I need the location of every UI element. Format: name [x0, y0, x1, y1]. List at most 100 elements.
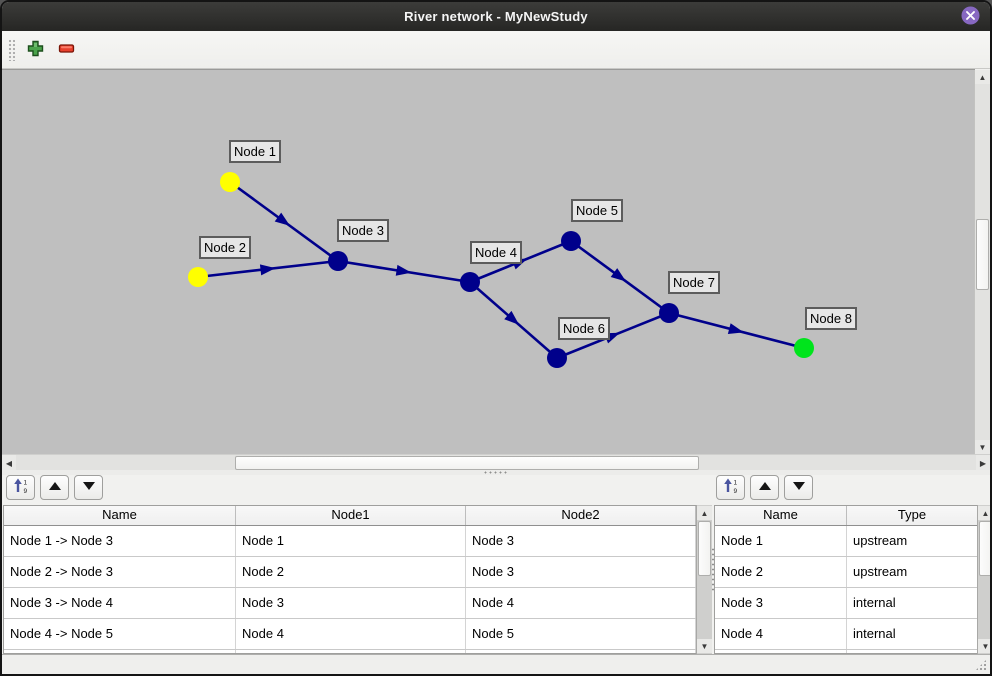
scroll-down-icon[interactable]: ▼ [975, 440, 990, 454]
arrow-down-icon [82, 482, 95, 493]
river-network-canvas[interactable]: Node 1 Node 2 Node 3 Node 4 Node 5 Node 6 Node… [2, 69, 975, 455]
canvas-vscroll-thumb[interactable] [976, 219, 989, 290]
svg-text:9: 9 [23, 488, 27, 494]
table-cell [466, 650, 696, 653]
graph-node[interactable] [220, 172, 240, 192]
table-cell: Node 4 -> Node 5 [4, 619, 236, 649]
table-cell: Node 1 [236, 526, 466, 556]
table-cell: internal [847, 588, 978, 618]
table-cell: internal [847, 619, 978, 649]
edge-arrow-icon [274, 212, 291, 226]
titlebar[interactable]: River network - MyNewStudy [2, 2, 990, 31]
scroll-up-icon[interactable]: ▲ [978, 506, 990, 520]
svg-text:Node 4: Node 4 [475, 245, 517, 260]
scroll-down-icon[interactable]: ▼ [978, 639, 990, 653]
canvas-hscroll-thumb[interactable] [235, 456, 699, 470]
scroll-up-icon[interactable]: ▲ [697, 506, 712, 520]
scroll-left-icon[interactable]: ◀ [2, 455, 16, 471]
table-cell [715, 650, 847, 653]
graph-node[interactable] [547, 348, 567, 368]
column-header[interactable]: Name [4, 506, 236, 525]
graph-node[interactable] [659, 303, 679, 323]
table-cell: Node 4 [466, 588, 696, 618]
reach-table-scrollbar[interactable]: ▲ ▼ [696, 505, 712, 654]
column-header[interactable]: Type [847, 506, 978, 525]
graph-node[interactable] [460, 272, 480, 292]
edge-arrow-icon [395, 264, 412, 276]
graph-node[interactable] [794, 338, 814, 358]
node-sort-button[interactable]: 1 9 [716, 475, 745, 500]
node-label[interactable]: Node 3 [337, 219, 389, 242]
node-label[interactable]: Node 1 [229, 140, 281, 163]
table-cell: Node 2 -> Node 3 [4, 557, 236, 587]
horizontal-splitter[interactable] [2, 470, 990, 475]
column-header[interactable]: Node1 [236, 506, 466, 525]
remove-button[interactable] [56, 38, 77, 62]
add-button[interactable] [25, 38, 46, 62]
node-label[interactable]: Node 6 [558, 317, 610, 340]
arrow-up-icon [758, 482, 771, 493]
canvas-horizontal-scrollbar[interactable]: ◀ ▶ [2, 454, 990, 471]
window-title: River network - MyNewStudy [404, 9, 588, 24]
panel-splitter[interactable] [711, 547, 715, 593]
svg-text:Node 3: Node 3 [342, 223, 384, 238]
node-label[interactable]: Node 7 [668, 271, 720, 294]
edge-arrow-icon [504, 310, 520, 325]
canvas-vertical-scrollbar[interactable]: ▲ ▼ [974, 70, 990, 454]
resize-grip[interactable] [975, 659, 987, 671]
node-table-scrollbar[interactable]: ▲ ▼ [977, 505, 990, 654]
close-button[interactable] [961, 6, 980, 25]
splitter-handle-icon [483, 471, 509, 474]
graph-node[interactable] [188, 267, 208, 287]
graph-node[interactable] [561, 231, 581, 251]
node-move-up-button[interactable] [750, 475, 779, 500]
edge-arrow-icon [727, 323, 744, 334]
scroll-up-icon[interactable]: ▲ [975, 70, 990, 84]
column-header[interactable]: Node2 [466, 506, 696, 525]
svg-text:9: 9 [733, 488, 737, 494]
node-label[interactable]: Node 5 [571, 199, 623, 222]
reach-move-up-button[interactable] [40, 475, 69, 500]
status-bar [2, 654, 990, 674]
table-cell: Node 3 [466, 526, 696, 556]
graph-node[interactable] [328, 251, 348, 271]
node-label[interactable]: Node 8 [805, 307, 857, 330]
arrow-up-icon [48, 482, 61, 493]
table-cell: Node 3 -> Node 4 [4, 588, 236, 618]
node-move-down-button[interactable] [784, 475, 813, 500]
toolbar-grip[interactable] [8, 38, 15, 61]
table-cell: Node 3 [715, 588, 847, 618]
table-cell: upstream [847, 557, 978, 587]
table-cell: Node 3 [466, 557, 696, 587]
svg-text:1: 1 [23, 480, 27, 487]
edge-arrow-icon [610, 268, 627, 282]
node-label[interactable]: Node 2 [199, 236, 251, 259]
table-row[interactable] [4, 650, 711, 653]
column-header[interactable]: Name [715, 506, 847, 525]
table-vscroll-thumb[interactable] [979, 521, 990, 576]
reach-sort-button[interactable]: 1 9 [6, 475, 35, 500]
table-cell: Node 2 [236, 557, 466, 587]
svg-text:Node 8: Node 8 [810, 311, 852, 326]
edge-arrow-icon [259, 264, 276, 276]
svg-text:Node 2: Node 2 [204, 240, 246, 255]
node-label[interactable]: Node 4 [470, 241, 522, 264]
table-cell: Node 1 [715, 526, 847, 556]
table-vscroll-thumb[interactable] [698, 521, 711, 576]
scroll-down-icon[interactable]: ▼ [697, 639, 712, 653]
table-cell [4, 650, 236, 653]
scroll-right-icon[interactable]: ▶ [976, 455, 990, 471]
main-toolbar [2, 31, 990, 69]
svg-text:Node 6: Node 6 [563, 321, 605, 336]
reach-move-down-button[interactable] [74, 475, 103, 500]
svg-text:Node 5: Node 5 [576, 203, 618, 218]
